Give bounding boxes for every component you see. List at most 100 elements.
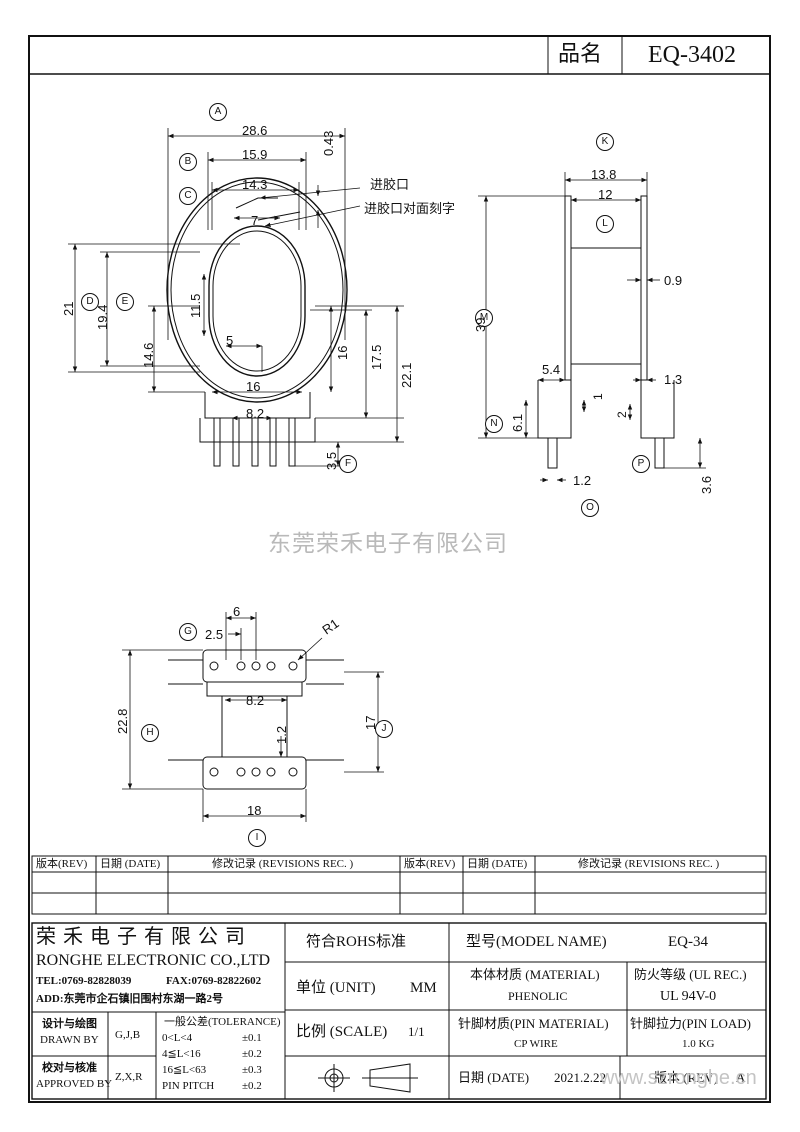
scale-label: 比例 (SCALE) bbox=[296, 1024, 388, 1040]
tolerance-value: ±0.3 bbox=[242, 1064, 262, 1076]
marker-h: H bbox=[141, 724, 159, 742]
side-dimensions bbox=[478, 172, 706, 483]
marker-d: D bbox=[81, 293, 99, 311]
marker-e: E bbox=[116, 293, 134, 311]
dim-front-height2: 19.4 bbox=[95, 304, 110, 330]
approved-by-cn: 校对与核准 bbox=[42, 1062, 97, 1074]
marker-j: J bbox=[375, 720, 393, 738]
dim-bottom-height: 22.8 bbox=[115, 708, 130, 734]
model-label: 型号(MODEL NAME) bbox=[466, 934, 607, 950]
dim-front-height3: 14.6 bbox=[141, 342, 156, 368]
company-name-cn: 荣 禾 电 子 有 限 公 司 bbox=[36, 926, 246, 948]
tolerance-value: ±0.1 bbox=[242, 1032, 262, 1044]
dim-side-width: 13.8 bbox=[591, 167, 617, 182]
tolerance-range: PIN PITCH bbox=[162, 1080, 215, 1092]
tolerance-range: 16≦L<63 bbox=[162, 1064, 207, 1076]
dim-side-width2: 12 bbox=[598, 187, 613, 202]
pin-material-value: CP WIRE bbox=[514, 1038, 558, 1050]
marker-n: N bbox=[485, 415, 503, 433]
tolerance-range: 4≦L<16 bbox=[162, 1048, 201, 1060]
model-value: EQ-34 bbox=[668, 934, 708, 950]
marker-i: I bbox=[248, 829, 266, 847]
tolerance-value: ±0.2 bbox=[242, 1080, 262, 1092]
pin-load-label: 针脚拉力(PIN LOAD) bbox=[630, 1016, 751, 1031]
drawn-by-names: G,J,B bbox=[115, 1029, 141, 1041]
revision-value: A bbox=[736, 1070, 746, 1085]
approved-by-en: APPROVED BY bbox=[36, 1078, 113, 1090]
pin-material-label: 针脚材质(PIN MATERIAL) bbox=[458, 1016, 609, 1031]
dim-front-thickness: 0.43 bbox=[321, 130, 336, 156]
material-label: 本体材质 (MATERIAL) bbox=[470, 967, 600, 982]
marker-m: M bbox=[475, 309, 493, 327]
dim-front-height: 21 bbox=[61, 301, 76, 316]
rev-col-date-1: 日期 (DATE) bbox=[100, 858, 161, 870]
gate-label: 进胶口 bbox=[370, 177, 410, 192]
marker-l: L bbox=[596, 215, 614, 233]
dim-side-p2: 2 bbox=[615, 411, 629, 418]
dim-side-p1: 1 bbox=[591, 393, 605, 400]
site-watermark: www.szronghe.cn bbox=[600, 1067, 757, 1089]
dim-front-width: 28.6 bbox=[242, 123, 268, 138]
bottom-pins bbox=[209, 661, 298, 777]
dim-front-pitch: 8.2 bbox=[246, 406, 265, 421]
side-view bbox=[537, 195, 675, 469]
dim-front-r2: 17.5 bbox=[369, 344, 384, 370]
marker-o: O bbox=[581, 499, 599, 517]
front-dimensions bbox=[68, 133, 404, 467]
company-watermark: 东莞荣禾电子有限公司 bbox=[268, 530, 508, 556]
dim-front-width2: 15.9 bbox=[242, 147, 268, 162]
dim-bottom-pitch2: 8.2 bbox=[246, 693, 265, 708]
dim-front-width3: 14.3 bbox=[242, 177, 268, 192]
material-value: PHENOLIC bbox=[508, 989, 568, 1003]
dim-front-r3: 22.1 bbox=[399, 362, 414, 388]
front-pins bbox=[213, 417, 296, 467]
dim-side-step2: 1.3 bbox=[664, 372, 683, 387]
dim-window-width: 5 bbox=[226, 333, 234, 348]
dim-front-r1: 16 bbox=[335, 345, 350, 360]
rev-col-rec-2: 修改记录 (REVISIONS REC. ) bbox=[578, 858, 720, 870]
company-address: ADD:东莞市企石镇旧围村东湖一路2号 bbox=[36, 993, 223, 1005]
fire-rating-value: UL 94V-0 bbox=[660, 989, 717, 1004]
tolerance-value: ±0.2 bbox=[242, 1048, 262, 1060]
drawn-by-cn: 设计与绘图 bbox=[42, 1018, 97, 1030]
dim-side-pin-dia: 1.2 bbox=[573, 473, 592, 488]
marker-b: B bbox=[179, 153, 197, 171]
revision-table bbox=[31, 855, 767, 915]
bottom-dimensions bbox=[122, 612, 384, 822]
dim-front-width4: 7 bbox=[251, 213, 259, 228]
part-number: EQ-3402 bbox=[648, 42, 736, 68]
dim-side-pin-length: 3.6 bbox=[699, 475, 714, 494]
unit-value: MM bbox=[410, 980, 437, 996]
marker-p: P bbox=[632, 455, 650, 473]
tolerance-range: 0<L<4 bbox=[162, 1032, 193, 1044]
drawn-by-en: DRAWN BY bbox=[40, 1034, 99, 1046]
dim-side-thickness: 0.9 bbox=[664, 273, 683, 288]
pin-load-value: 1.0 KG bbox=[682, 1038, 715, 1050]
marker-a: A bbox=[209, 103, 227, 121]
dim-bottom-width: 18 bbox=[247, 803, 262, 818]
rohs-label: 符合ROHS标准 bbox=[306, 934, 407, 950]
unit-label: 单位 (UNIT) bbox=[296, 980, 376, 996]
marker-g: G bbox=[179, 623, 197, 641]
dim-bottom-pitch: 6 bbox=[233, 604, 241, 619]
part-name-label: 品名 bbox=[558, 41, 603, 66]
bottom-view bbox=[168, 649, 344, 790]
dim-side-step: 5.4 bbox=[542, 362, 561, 377]
title-block-grid bbox=[31, 922, 767, 1100]
date-value: 2021.2.22 bbox=[554, 1070, 606, 1085]
company-name-en: RONGHE ELECTRONIC CO.,LTD bbox=[36, 952, 271, 969]
sheet-frame bbox=[28, 35, 771, 1103]
rev-col-date-2: 日期 (DATE) bbox=[467, 858, 528, 870]
rev-col-rev-1: 版本(REV) bbox=[36, 858, 88, 870]
gate-back-label: 进胶口对面刻字 bbox=[364, 201, 456, 216]
dim-side-height: 39 bbox=[473, 317, 488, 332]
scale-value: 1/1 bbox=[408, 1024, 425, 1039]
dim-base-width: 16 bbox=[246, 379, 261, 394]
front-view bbox=[166, 128, 348, 467]
date-label: 日期 (DATE) bbox=[458, 1070, 530, 1085]
dim-side-flange: 6.1 bbox=[510, 413, 525, 432]
dim-bottom-height2: 17 bbox=[363, 715, 378, 730]
tolerance-title: 一般公差(TOLERANCE) bbox=[164, 1016, 281, 1028]
